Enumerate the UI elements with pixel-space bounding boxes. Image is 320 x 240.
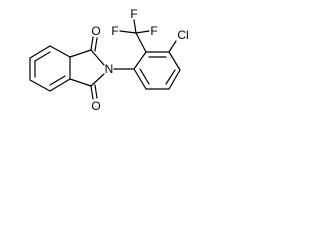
bond	[135, 32, 147, 53]
bond	[69, 78, 92, 87]
bond	[90, 49, 105, 66]
bond	[90, 85, 94, 100]
atom-label-f-right: F	[150, 24, 157, 38]
bond	[135, 30, 150, 34]
bond	[90, 36, 94, 51]
bond	[139, 68, 150, 85]
bond	[94, 37, 98, 52]
bond	[168, 40, 177, 53]
atom-label-n: N	[105, 62, 114, 76]
bond	[119, 30, 137, 34]
bond	[133, 19, 137, 34]
bond	[49, 78, 71, 92]
atom-label-f-center: F	[130, 7, 137, 21]
atom-label-f-left: F	[111, 24, 118, 38]
structure-diagram: O O N F F F Cl	[29, 7, 189, 113]
bond	[133, 68, 147, 90]
atom-label-cl: Cl	[177, 28, 188, 42]
bond	[133, 51, 147, 70]
bond-lines	[29, 19, 181, 100]
bond	[29, 45, 51, 59]
bond	[94, 84, 98, 99]
atom-label-o-bottom: O	[91, 99, 100, 113]
bond	[49, 45, 71, 58]
bond	[90, 73, 105, 87]
bond	[165, 69, 176, 85]
bond	[168, 51, 181, 71]
atom-labels: O O N F F F Cl	[91, 7, 188, 113]
atom-label-o-top: O	[91, 24, 100, 38]
bond	[29, 79, 51, 92]
bond	[34, 51, 51, 62]
bond	[69, 49, 92, 58]
bond	[49, 75, 66, 86]
bond	[168, 69, 181, 90]
